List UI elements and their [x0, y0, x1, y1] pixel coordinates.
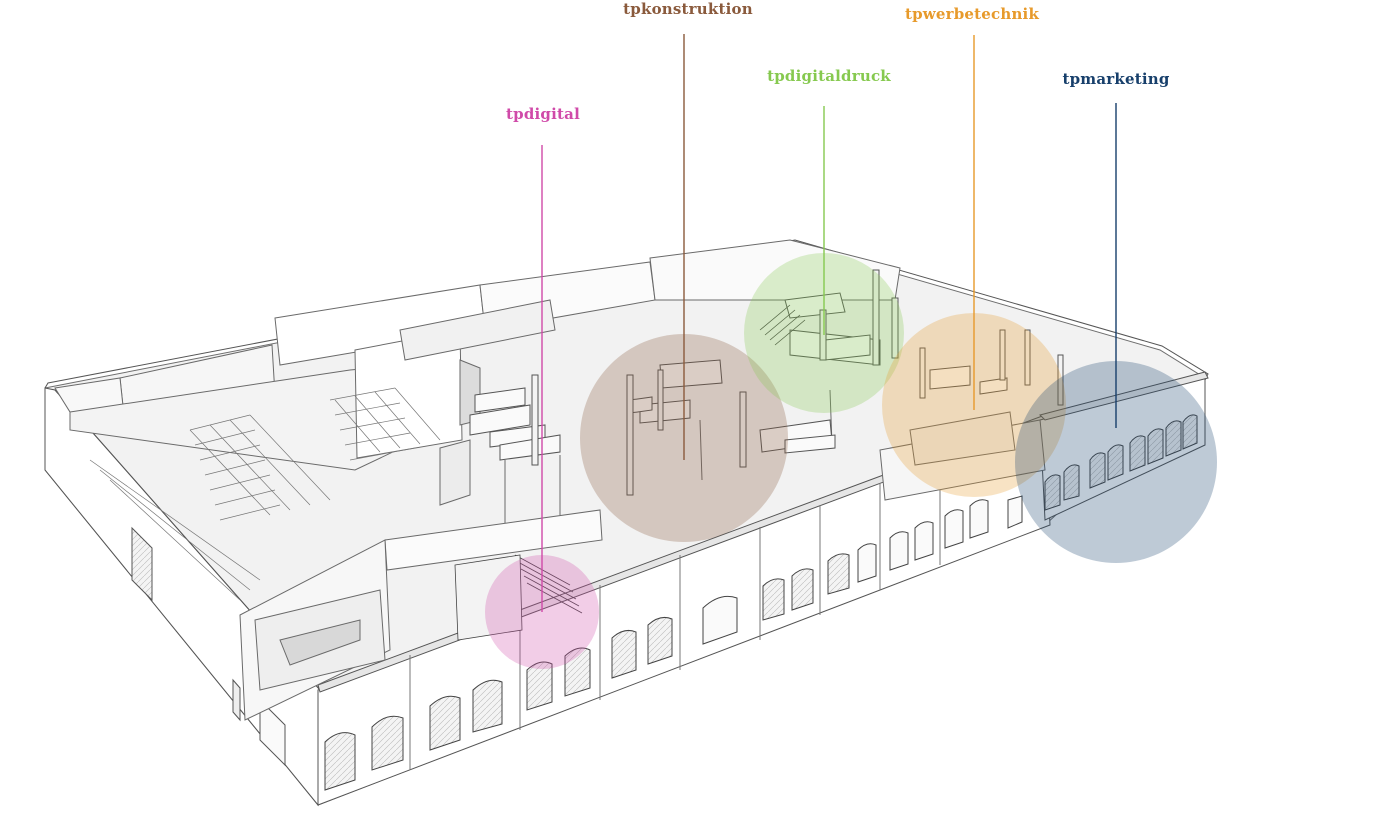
leader-lines: [541, 34, 1117, 612]
workstations: [469, 292, 1008, 461]
zone-label-konstruktion[interactable]: tpkonstruktion: [623, 0, 753, 18]
zone-label-marketing[interactable]: tpmarketing: [1062, 70, 1170, 88]
zone-label-digital[interactable]: tpdigital: [506, 105, 580, 123]
zone-circle-marketing: [1015, 361, 1217, 563]
columns: [531, 269, 1064, 496]
zone-label-digitaldruck[interactable]: tpdigitaldruck: [767, 67, 891, 85]
zone-label-werbetechnik[interactable]: tpwerbetechnik: [904, 5, 1040, 23]
facade-windows: [324, 495, 1023, 791]
interior-walls: [54, 239, 1046, 721]
shelving-racks: [89, 387, 441, 601]
right-wall-windows: [1044, 414, 1198, 511]
